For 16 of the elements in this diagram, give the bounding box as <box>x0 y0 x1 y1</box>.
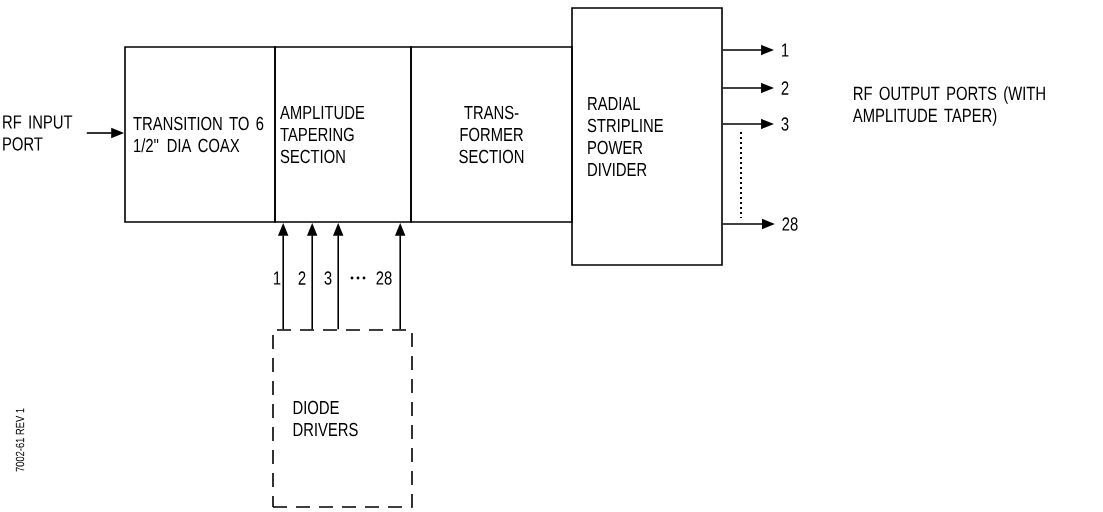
block-box: TRANSITION TO 6 1/2" DIA COAX <box>124 46 276 223</box>
edge-label: 1 <box>274 271 281 285</box>
drawing-number: 7002-61 REV 1 <box>15 408 25 472</box>
output-ports-label: RF OUTPUT PORTS (WITH AMPLITUDE TAPER) <box>852 86 1045 126</box>
port-label: 2 <box>781 81 789 95</box>
block-box: TRANS- FORMER SECTION <box>410 46 573 223</box>
port-label: 3 <box>781 117 789 131</box>
dashed-block-box: DIODE DRIVERS <box>272 329 413 508</box>
edge-label: 3 <box>324 271 332 285</box>
edge-label: 28 <box>376 271 392 285</box>
port-label: 28 <box>782 217 798 231</box>
edge-label: 2 <box>298 271 306 285</box>
block-box: RADIAL STRIPLINE POWER DIVIDER <box>571 7 723 266</box>
port-label: 1 <box>782 43 789 57</box>
port-label: RF INPUT PORT <box>3 115 73 151</box>
block-box: AMPLITUDE TAPERING SECTION <box>274 46 412 223</box>
